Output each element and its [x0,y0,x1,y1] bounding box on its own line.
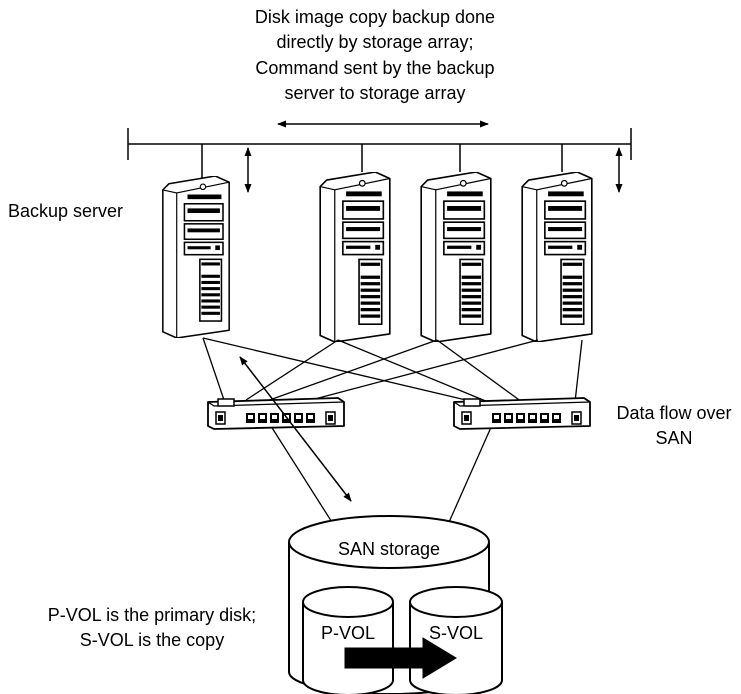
caption-line-2: directly by storage array; [205,31,545,54]
data-flow-label-line-1: Data flow over [606,402,741,425]
caption-line-4: server to storage array [205,82,545,105]
server-tower-icon [421,172,491,342]
server-tower-icon [522,172,592,342]
volumes-note-line-1: P-VOL is the primary disk; [22,604,282,627]
caption-line-1: Disk image copy backup done [205,6,545,29]
lan-bus [128,128,631,178]
backup-server-label: Backup server [8,200,123,223]
server-tower-icon [163,176,229,338]
san-links [203,338,582,538]
volumes-note-line-2: S-VOL is the copy [22,629,282,652]
data-flow-label-line-2: SAN [606,427,741,450]
network-switch-icon [454,398,590,429]
caption-line-3: Command sent by the backup [205,57,545,80]
data-flow-arrow [240,357,351,501]
svol-label: S-VOL [410,622,502,645]
pvol-label: P-VOL [303,622,393,645]
server-tower-icon [320,172,390,342]
san-storage-label: SAN storage [309,538,469,561]
